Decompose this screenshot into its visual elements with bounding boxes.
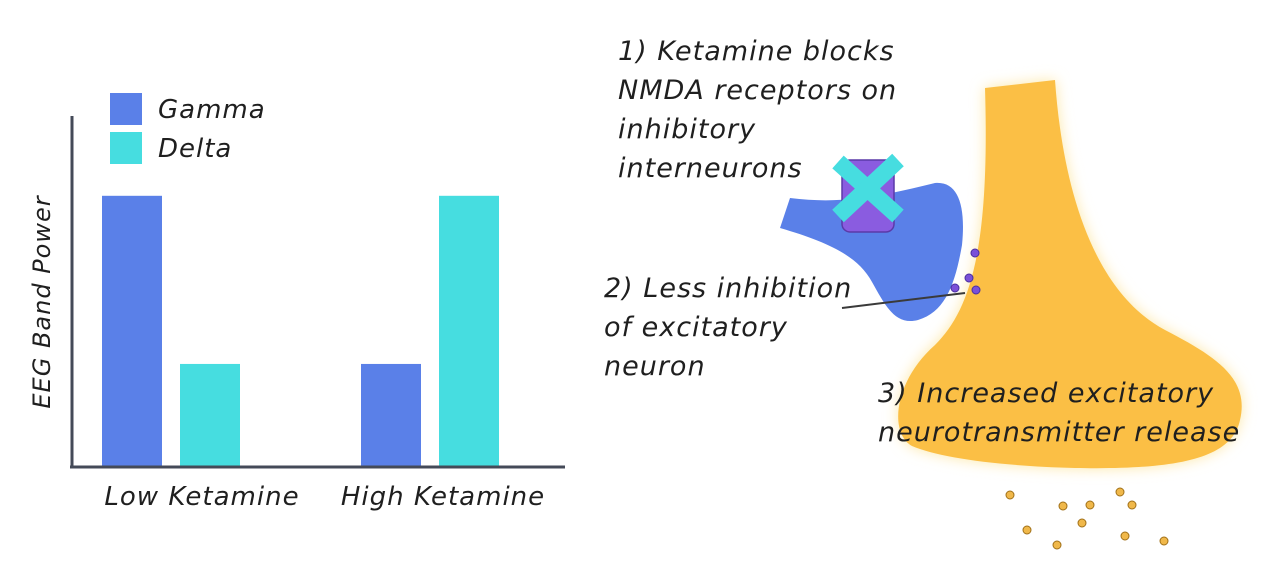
- vesicle: [1052, 540, 1062, 550]
- vesicle: [950, 283, 960, 293]
- block-x-icon: [832, 153, 904, 223]
- legend-swatch-gamma: [110, 93, 142, 125]
- category-label-high-ketamine: High Ketamine: [341, 482, 545, 512]
- vesicle: [1085, 500, 1095, 510]
- vesicle: [971, 285, 981, 295]
- legend-label-gamma: Gamma: [158, 95, 266, 125]
- y-axis-label: EEG Band Power: [28, 194, 56, 408]
- vesicle: [1159, 536, 1169, 546]
- annotation-1-line-1: 1) Ketamine blocks: [618, 36, 895, 67]
- vesicle: [1115, 487, 1125, 497]
- legend-swatch-delta: [110, 132, 142, 164]
- annotation-3-line-1: 3) Increased excitatory: [878, 378, 1214, 409]
- annotation-2-line-2: of excitatory: [604, 312, 788, 343]
- vesicle: [964, 273, 974, 283]
- annotation-2-line-3: neuron: [604, 351, 706, 382]
- excitatory-neuron: [898, 80, 1242, 469]
- inhibitory-vesicles: [950, 248, 981, 295]
- legend-label-delta: Delta: [158, 134, 232, 164]
- vesicle: [1127, 500, 1137, 510]
- vesicle: [1120, 531, 1130, 541]
- synapse-diagram: 1) Ketamine blocks NMDA receptors on inh…: [604, 36, 1242, 550]
- annotation-1-line-4: interneurons: [618, 153, 803, 184]
- annotation-3-line-2: neurotransmitter release: [878, 417, 1240, 448]
- category-labels: Low Ketamine High Ketamine: [104, 482, 545, 512]
- bars-group: [102, 195, 499, 468]
- neurotransmitter-vesicles: [1005, 487, 1169, 550]
- annotation-1-line-3: inhibitory: [618, 114, 756, 145]
- annotation-increased-release: 3) Increased excitatory neurotransmitter…: [878, 378, 1240, 448]
- vesicle: [970, 248, 980, 258]
- bar-delta-low-ketamine: [180, 363, 240, 467]
- vesicle: [1022, 525, 1032, 535]
- legend: Gamma Delta: [110, 93, 266, 164]
- vesicle: [1005, 490, 1015, 500]
- annotation-ketamine-blocks: 1) Ketamine blocks NMDA receptors on inh…: [618, 36, 907, 184]
- bar-chart: EEG Band Power Low Ketamine High Ketamin…: [28, 93, 565, 512]
- inhibitory-interneuron: [780, 182, 963, 322]
- bar-gamma-high-ketamine: [361, 363, 421, 467]
- annotation-2-line-1: 2) Less inhibition: [604, 273, 852, 304]
- annotation-1-line-2: NMDA receptors on: [618, 75, 897, 106]
- pointer-line: [841, 292, 966, 309]
- category-label-low-ketamine: Low Ketamine: [104, 482, 299, 512]
- vesicle: [1077, 518, 1087, 528]
- annotation-less-inhibition: 2) Less inhibition of excitatory neuron: [604, 273, 862, 382]
- bar-gamma-low-ketamine: [102, 195, 162, 468]
- vesicle: [1058, 501, 1068, 511]
- bar-delta-high-ketamine: [439, 195, 499, 468]
